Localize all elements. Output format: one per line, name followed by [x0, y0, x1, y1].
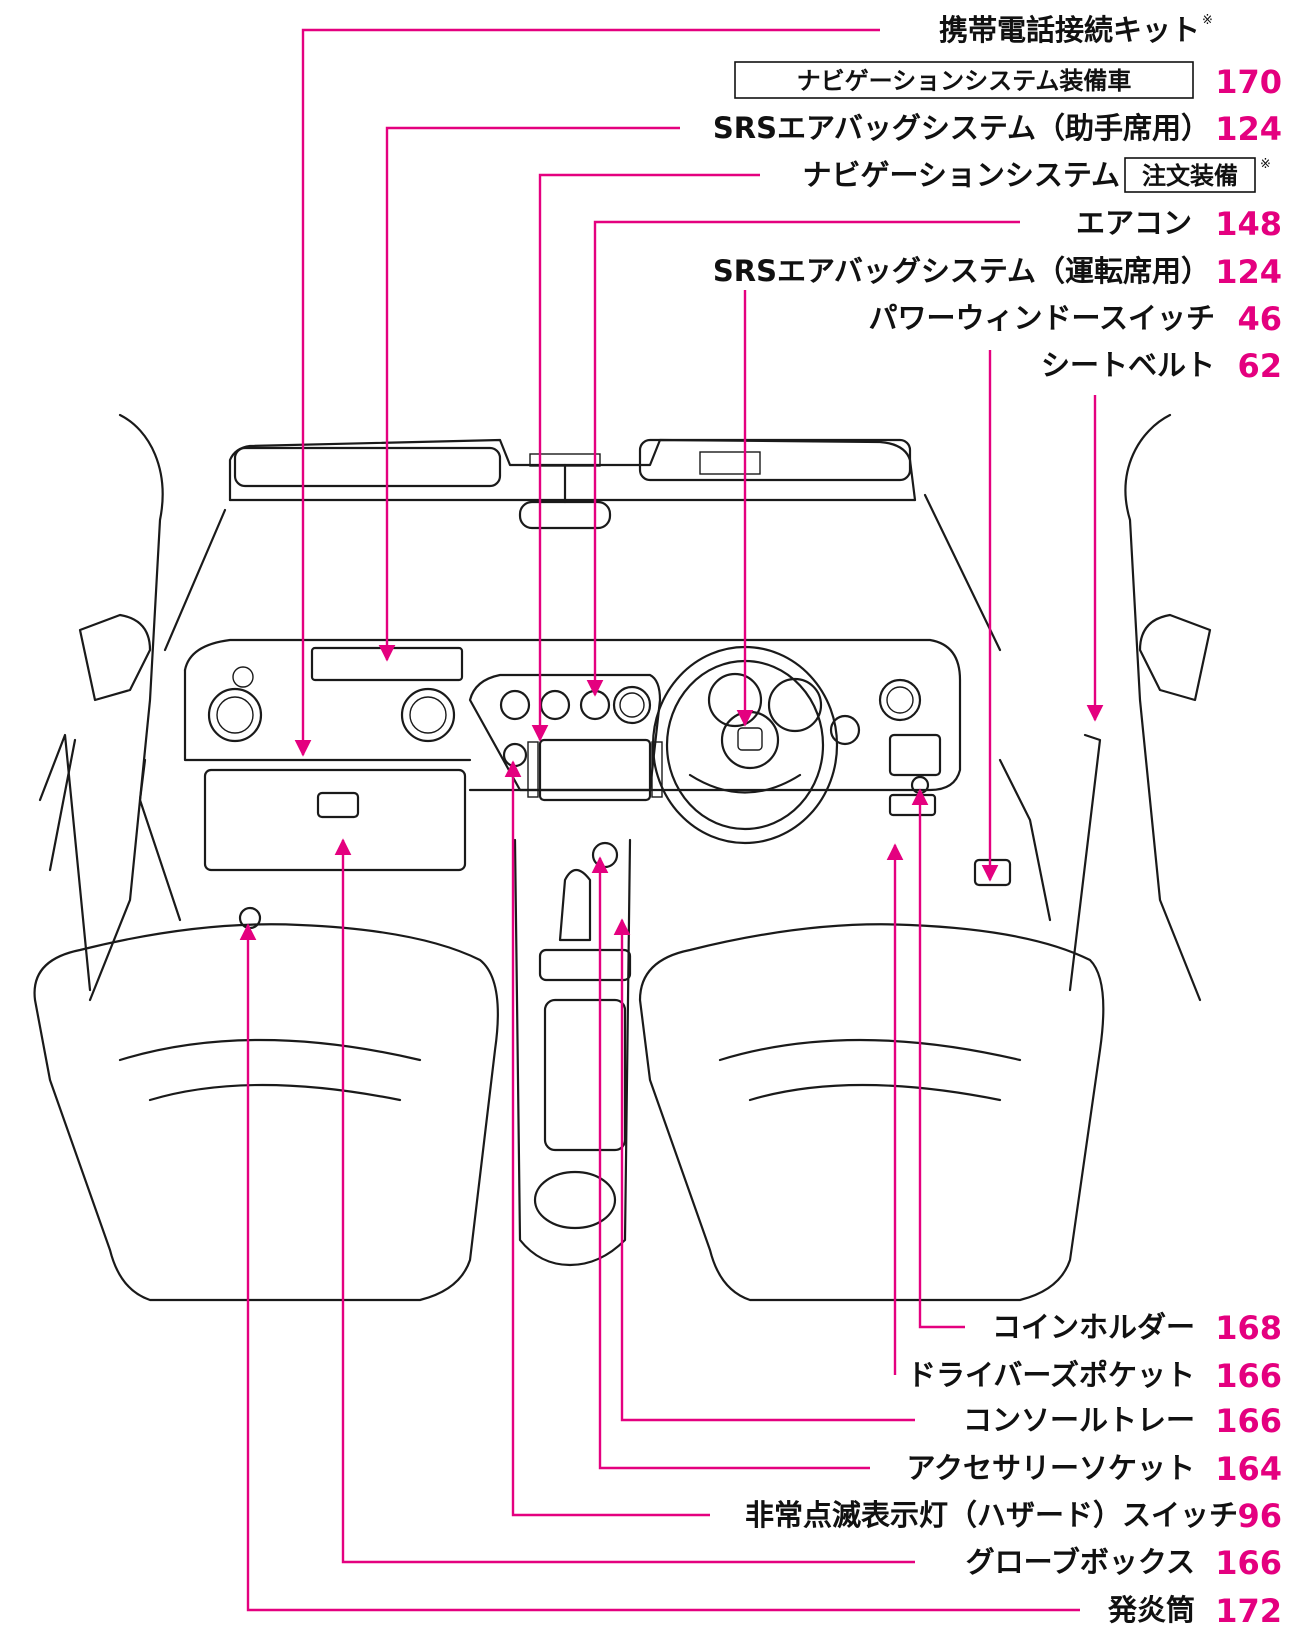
left-a-pillar [88, 413, 164, 1002]
leader-passenger-airbag [378, 126, 680, 662]
navigation-screen [538, 738, 652, 802]
leader-aircon [586, 220, 1020, 697]
page-ref: 124 [1215, 253, 1282, 291]
page-ref: 164 [1215, 1450, 1282, 1488]
callout-label-coin-holder: コインホルダー [992, 1310, 1195, 1344]
glovebox [203, 768, 467, 872]
leader-accessory-socket [591, 856, 870, 1470]
left-seat-belt [38, 733, 92, 992]
page-ref: 168 [1215, 1309, 1282, 1347]
left-door-panel [138, 758, 182, 922]
left-door-mirror [78, 613, 152, 702]
top-callouts: 携帯電話接続キット ※ ナビゲーションシステム装備車 170 SRSエアバッグシ… [713, 13, 1282, 385]
center-stack [468, 673, 662, 792]
right-door-panel [998, 758, 1052, 922]
nav-equipped-box [734, 61, 1194, 99]
leader-coin-holder [911, 788, 965, 1329]
page-ref: 148 [1215, 205, 1282, 243]
page-ref: 166 [1215, 1357, 1282, 1395]
callout-label-hazard-switch: 非常点滅表示灯（ハザード）スイッチ [745, 1498, 1238, 1532]
passenger-air-vents [207, 666, 456, 743]
note-mark: ※ [1202, 13, 1213, 28]
page-ref: 62 [1237, 347, 1282, 385]
gear-shifter [558, 868, 592, 942]
hazard-switch-knob [502, 742, 528, 768]
page-ref: 124 [1215, 110, 1282, 148]
callout-label-aircon: エアコン [1076, 206, 1192, 240]
option-equipment-box [1124, 157, 1256, 193]
callout-label-drivers-pocket: ドライバーズポケット [907, 1358, 1195, 1392]
console-tray [543, 998, 627, 1152]
page-ref: 96 [1237, 1497, 1282, 1535]
right-door-mirror [1138, 613, 1212, 702]
dashboard [183, 638, 962, 792]
leader-flare [239, 923, 1080, 1612]
callout-label-flare: 発炎筒 [1107, 1593, 1195, 1627]
rear-view-mirror [518, 500, 612, 530]
callout-label-seat-belt: シートベルト [1041, 348, 1215, 382]
page-ref: 166 [1215, 1402, 1282, 1440]
leader-hazard-switch [504, 760, 710, 1517]
drivers-pocket [888, 793, 937, 817]
callout-label-driver-airbag: SRSエアバッグシステム（運転席用） [713, 254, 1210, 288]
passenger-seat [33, 923, 499, 1302]
page-ref: 166 [1215, 1544, 1282, 1582]
callout-label-phone-kit: 携帯電話接続キット [939, 13, 1200, 47]
callout-label-glovebox: グローブボックス [966, 1545, 1195, 1579]
sun-visor-left [233, 446, 502, 488]
page-ref: 170 [1215, 63, 1282, 101]
center-air-vents [499, 685, 652, 725]
instrument-gauges [707, 672, 861, 746]
page-ref: 46 [1237, 300, 1282, 338]
right-seat-belt [1068, 733, 1102, 992]
bottom-callouts: コインホルダー 168 ドライバーズポケット 166 コンソールトレー 166 … [745, 1309, 1282, 1630]
leader-phone-kit [294, 28, 880, 757]
leader-glovebox [334, 838, 915, 1564]
callout-label-passenger-airbag: SRSエアバッグシステム（助手席用） [713, 111, 1210, 145]
car-interior-illustration [33, 413, 1212, 1302]
windshield-frame [228, 438, 917, 502]
leader-navigation [531, 173, 760, 742]
callout-label-accessory-socket: アクセサリーソケット [906, 1451, 1195, 1485]
callout-label-console-tray: コンソールトレー [963, 1403, 1195, 1437]
callout-label-power-window: パワーウィンドースイッチ [868, 301, 1215, 335]
switch-panel [888, 733, 942, 777]
right-a-pillar [1124, 413, 1202, 1002]
power-window-switch [973, 858, 1012, 887]
callout-label-navigation: ナビゲーションシステム [802, 158, 1120, 192]
driver-seat [638, 923, 1105, 1302]
page-ref: 172 [1215, 1592, 1282, 1630]
sun-visor-right [638, 438, 912, 482]
center-console [513, 838, 632, 1267]
note-mark: ※ [1260, 157, 1271, 172]
leader-lines [239, 28, 1104, 1612]
cup-holder [533, 1170, 617, 1230]
leader-console-tray [613, 918, 915, 1422]
glovebox-handle [316, 791, 360, 819]
callout-boxed-option: 注文装備 [1142, 162, 1238, 190]
callout-boxed-nav-equipped: ナビゲーションシステム装備車 [797, 67, 1132, 95]
accessory-socket [591, 841, 619, 869]
